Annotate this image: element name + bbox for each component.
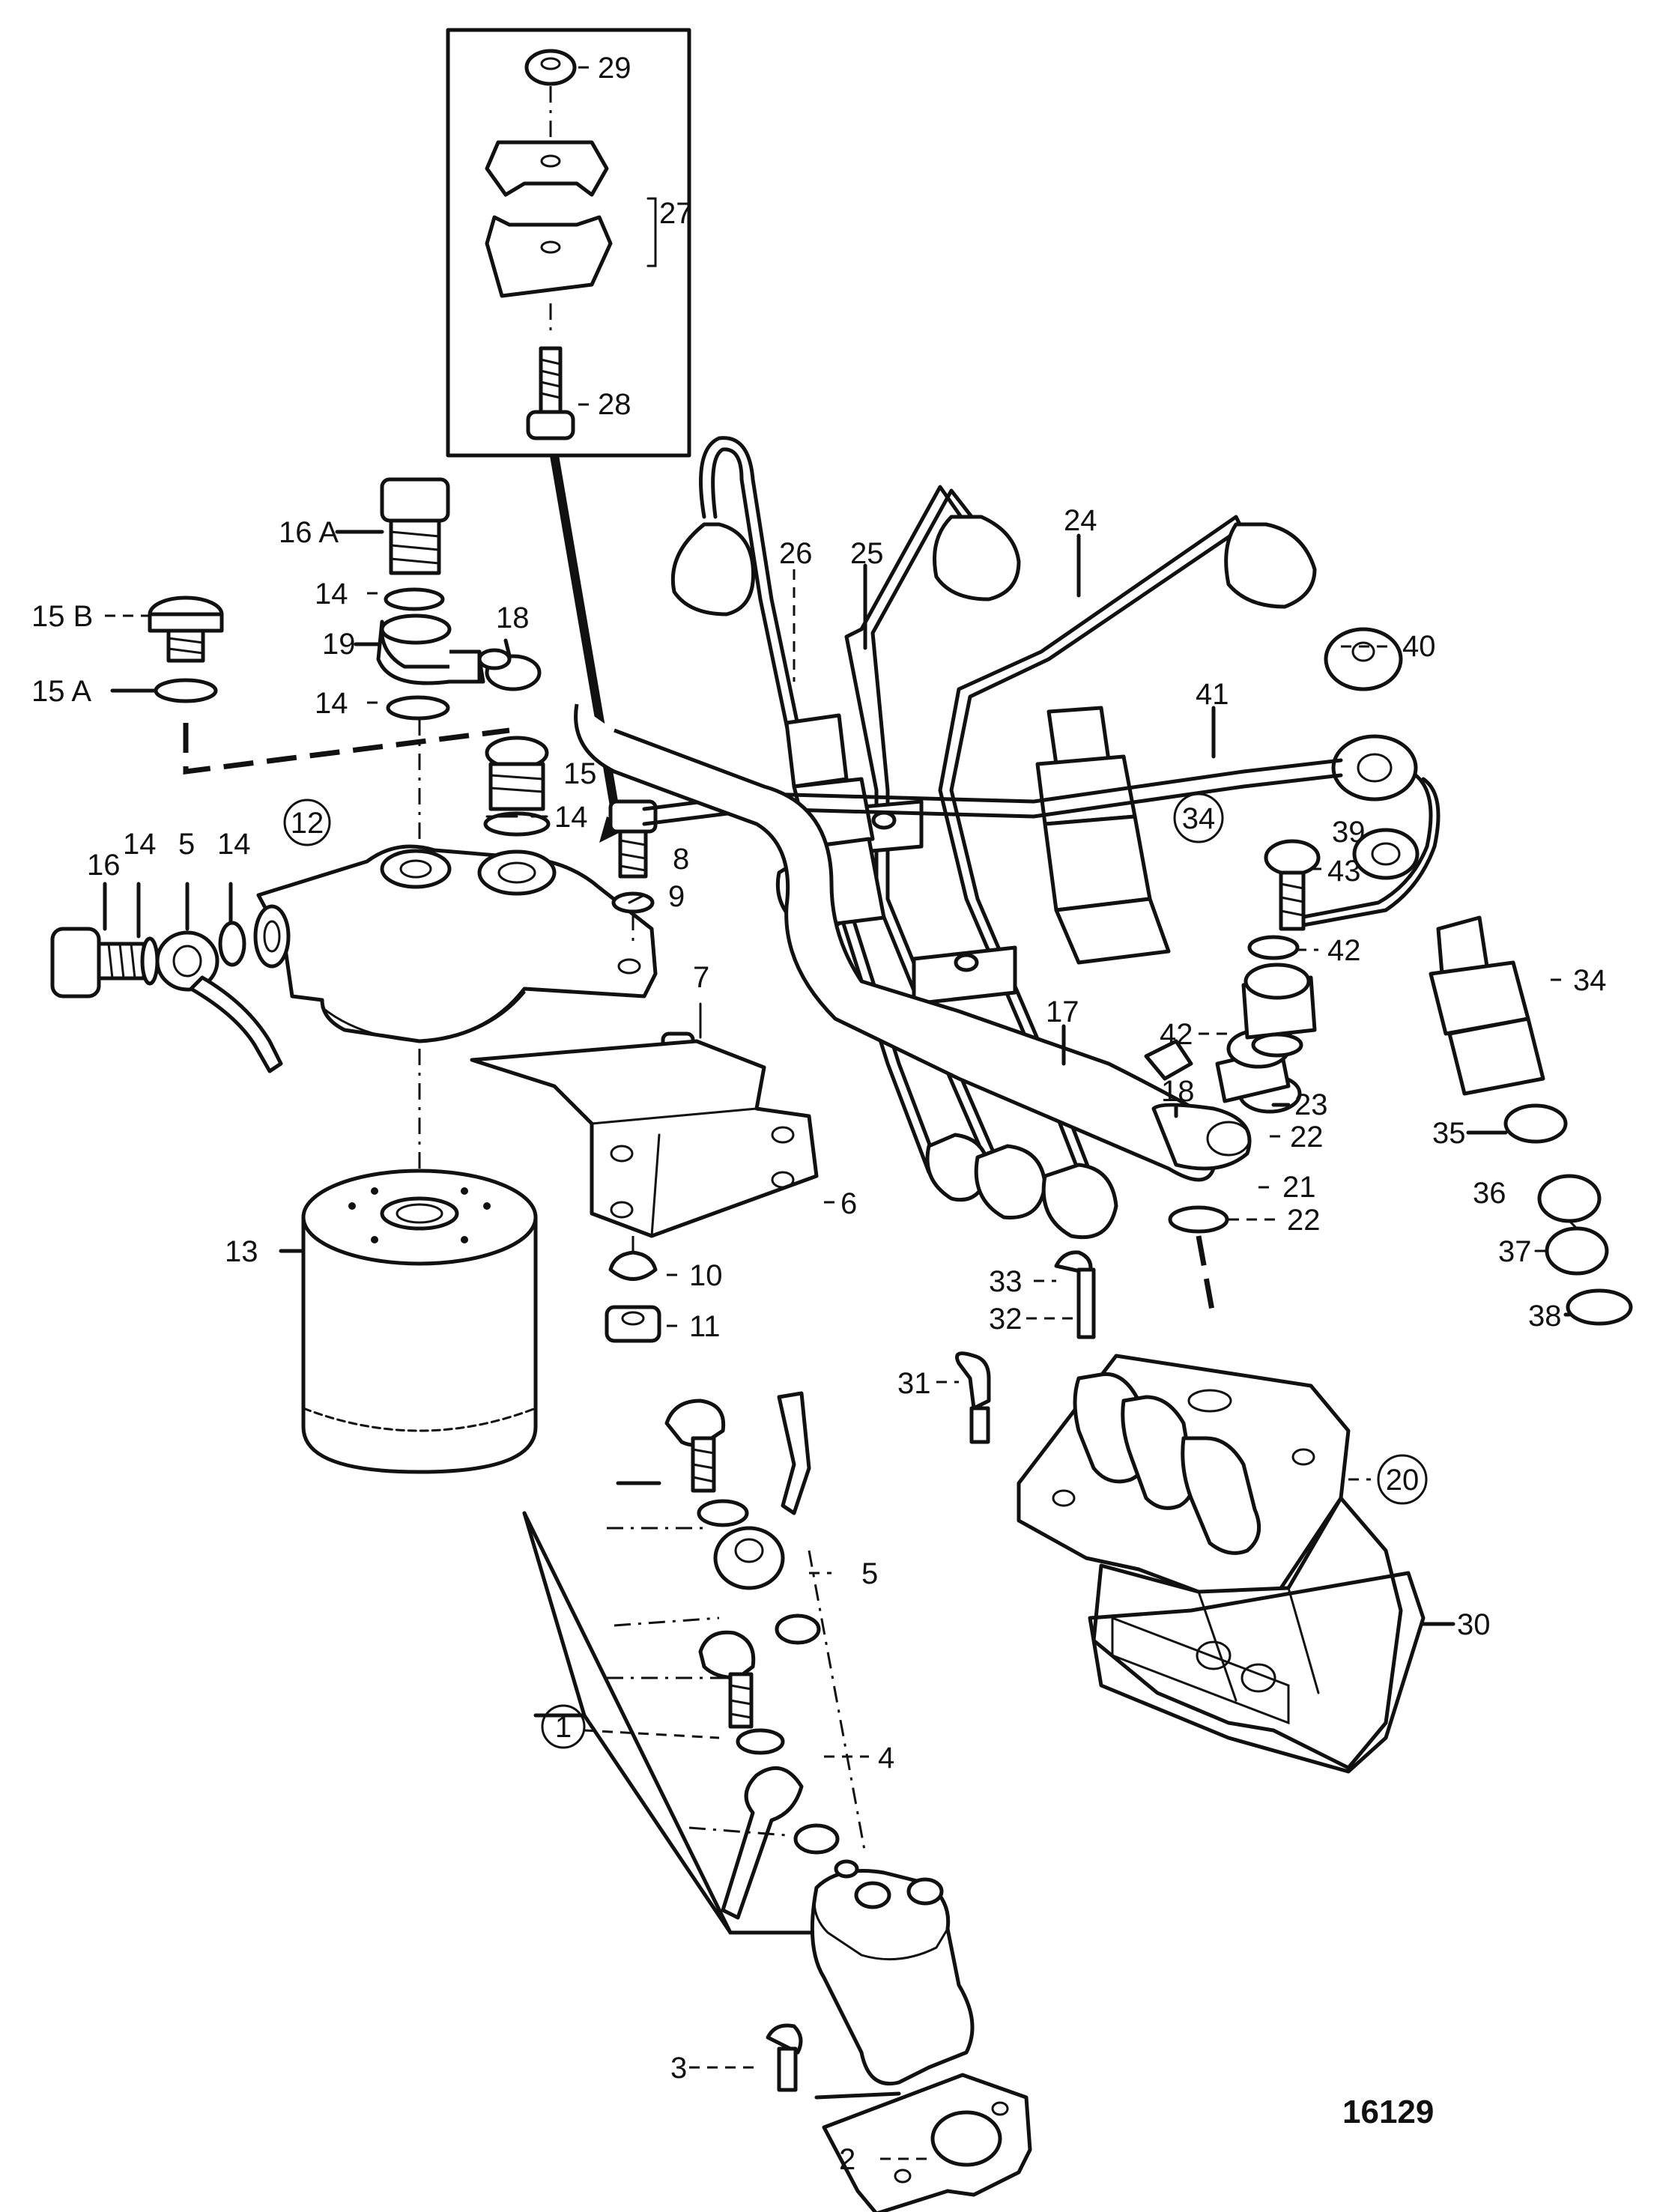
callout-15: 15 <box>563 757 597 790</box>
callout-16a: 16 A <box>279 516 339 549</box>
callout-14-e: 14 <box>217 828 251 861</box>
callout-10: 10 <box>689 1259 723 1292</box>
callout-26: 26 <box>779 537 813 570</box>
injection-pump-assembly <box>955 1351 1426 1774</box>
callout-25: 25 <box>850 537 884 570</box>
callout-15b: 15 B <box>31 600 93 633</box>
callout-7: 7 <box>693 961 709 994</box>
callout-28: 28 <box>598 388 631 421</box>
callout-2: 2 <box>839 2143 855 2176</box>
callout-14-b: 14 <box>315 687 348 720</box>
callout-39: 39 <box>1332 816 1366 849</box>
callout-23: 23 <box>1294 1088 1328 1121</box>
leader-lines <box>103 66 1578 2160</box>
callout-9: 9 <box>668 880 685 913</box>
callout-24: 24 <box>1064 504 1097 537</box>
callout-6: 6 <box>840 1187 857 1220</box>
callout-41: 41 <box>1196 678 1229 711</box>
callout-14-d: 14 <box>123 828 157 861</box>
callout-16: 16 <box>87 849 121 882</box>
callout-15a: 15 A <box>31 675 91 708</box>
callout-14-c: 14 <box>554 801 588 834</box>
callout-29: 29 <box>598 52 631 85</box>
lift-pump-assembly <box>522 1391 1032 2212</box>
fuel-filter-canister <box>301 1169 538 1474</box>
drawing-reference-number: 16129 <box>1342 2094 1434 2130</box>
callout-12-label: 12 <box>291 807 324 840</box>
callout-14-a: 14 <box>315 578 348 610</box>
callout-34-circled-label: 34 <box>1182 802 1216 835</box>
callout-36: 36 <box>1473 1177 1506 1210</box>
callout-31: 31 <box>897 1367 931 1400</box>
callout-20: 20 <box>1377 1454 1428 1505</box>
injection-lines <box>574 436 1633 1339</box>
callout-1: 1 <box>541 1704 586 1749</box>
callout-18-a: 18 <box>496 602 530 634</box>
callout-32: 32 <box>989 1303 1023 1336</box>
callout-27: 27 <box>659 197 693 230</box>
callout-21: 21 <box>1282 1171 1316 1204</box>
callout-8: 8 <box>673 843 689 876</box>
bracket-assembly <box>470 799 819 1343</box>
callout-42-a: 42 <box>1327 934 1361 967</box>
callout-12: 12 <box>283 799 331 846</box>
callout-30: 30 <box>1457 1608 1491 1641</box>
callout-40: 40 <box>1402 630 1436 663</box>
callout-5-a: 5 <box>178 828 195 861</box>
callout-43: 43 <box>1327 855 1361 888</box>
callout-5-b: 5 <box>861 1557 878 1590</box>
callout-34-circled: 34 <box>1173 793 1224 843</box>
callout-38: 38 <box>1528 1300 1562 1333</box>
callout-35: 35 <box>1432 1117 1466 1150</box>
callout-33: 33 <box>989 1265 1023 1298</box>
callout-4: 4 <box>878 1742 894 1775</box>
clamp-detail-inset <box>446 28 691 843</box>
callout-3: 3 <box>670 2052 687 2085</box>
callout-20-label: 20 <box>1386 1464 1420 1497</box>
callout-17: 17 <box>1046 996 1079 1028</box>
callout-42-b: 42 <box>1160 1018 1193 1051</box>
callout-13: 13 <box>225 1235 258 1268</box>
callout-1-label: 1 <box>555 1711 572 1744</box>
callout-37: 37 <box>1498 1235 1532 1268</box>
callout-19: 19 <box>322 628 356 661</box>
filter-head-assembly <box>50 477 658 1176</box>
callout-22-a: 22 <box>1290 1121 1324 1154</box>
callout-22-b: 22 <box>1287 1204 1321 1237</box>
callout-34: 34 <box>1573 964 1607 997</box>
callout-11: 11 <box>689 1310 721 1343</box>
callout-labels: 29 27 28 16 A 14 18 15 B 19 15 A 14 15 1… <box>31 52 1607 2176</box>
callout-18-b: 18 <box>1161 1075 1195 1108</box>
